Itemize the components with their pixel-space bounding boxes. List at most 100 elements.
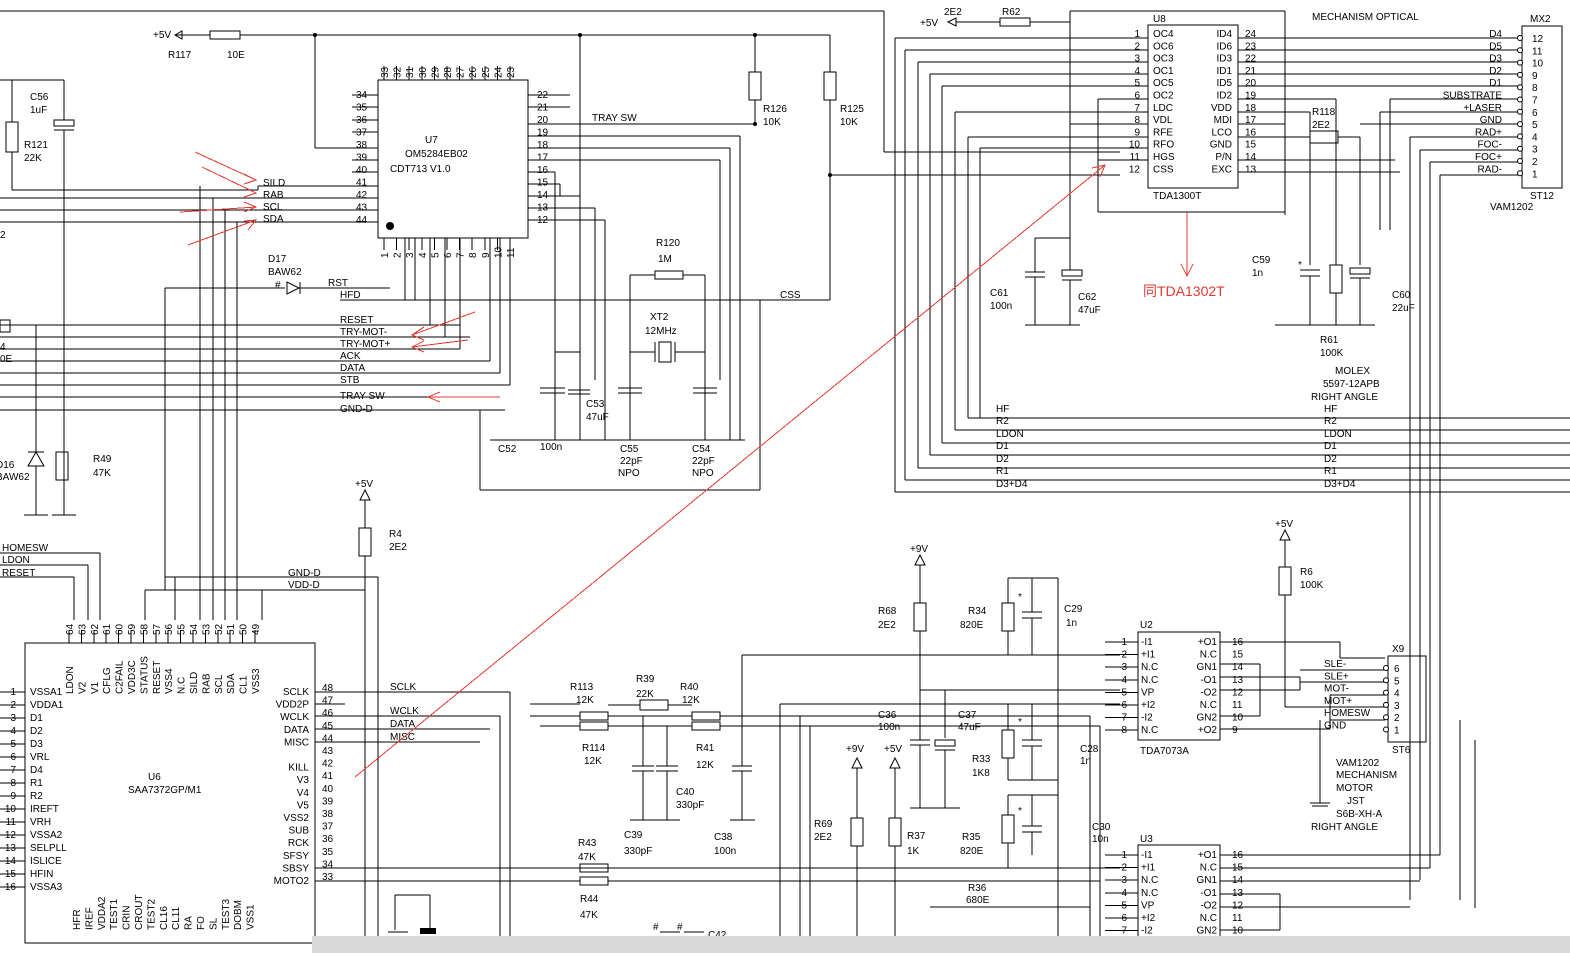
u8-left-wiring: R118 2E2 C59 1n * R61 100K C60 22uF C61 …: [990, 98, 1415, 359]
u6-right-name-2: WCLK: [280, 712, 309, 723]
r39-label: R39: [636, 674, 655, 685]
c62-value: 47uF: [1078, 305, 1101, 316]
u6-pin-39: 39: [322, 796, 334, 807]
u8-pin-12: 12: [1129, 164, 1141, 175]
u8-pin-name-oc6: OC6: [1153, 41, 1174, 52]
mx2-pin-1: 1: [1532, 169, 1538, 180]
mx2-pin-dot: [1517, 133, 1523, 140]
c36-value: 100n: [878, 722, 900, 733]
u6-pin-51: 51: [226, 623, 237, 635]
u6-top-name-15: VSS3: [251, 668, 262, 694]
r126-r125-group: R126 10K R125 10K: [748, 35, 1120, 300]
c55-type: NPO: [618, 468, 640, 479]
red-annotations: 同TDA1302T: [179, 151, 1225, 778]
motor-filter-network: R113 12K R39 22K R40 12K R114 12K R41 12…: [338, 654, 1120, 947]
u2-part: TDA7073A: [1140, 746, 1189, 757]
control-bus: D17 BAW62 # RST HFD CSS RESET TRY-MOT- T…: [0, 238, 830, 590]
u3-pin-name-6: -I2: [1141, 926, 1153, 937]
u6-pin-name-13: ISLICE: [30, 856, 62, 867]
c60-value: 22uF: [1392, 303, 1415, 314]
u7-pin-8: 8: [468, 252, 479, 258]
mx2-pin-6: 6: [1532, 108, 1538, 119]
u6-top-name-8: VSS4: [164, 668, 175, 694]
u6-pin-35: 35: [322, 847, 334, 858]
u6-bottom-name-2: VDDA2: [97, 896, 108, 930]
u6-bottom-name-1: IREF: [84, 907, 95, 930]
x9-pin-dot: [1383, 701, 1389, 708]
u7-pin-25: 25: [481, 66, 492, 78]
u8-pin-name-id6: ID6: [1216, 41, 1232, 52]
u7-pin-5: 5: [430, 252, 441, 258]
u6-pin-name-11: VSSA2: [30, 830, 63, 841]
u3-pin-13: 13: [1232, 888, 1244, 899]
u7-pin-4: 4: [418, 252, 429, 258]
u6-right-name-11: SUB: [288, 826, 309, 837]
u7-pin-6: 6: [443, 252, 454, 258]
u6-pin-57: 57: [152, 623, 163, 635]
molex-net-left-1: R2: [996, 416, 1009, 427]
u6-right-name-0: SCLK: [283, 687, 309, 698]
r118-value: 2E2: [1312, 120, 1330, 131]
u8-pin-15: 15: [1245, 140, 1257, 151]
u8-pin-19: 19: [1245, 91, 1257, 102]
molex-title: MOLEX: [1335, 366, 1370, 377]
u8-pin-name-vdd: VDD: [1211, 103, 1232, 114]
mx2-signal-9: FOC-: [1478, 140, 1502, 151]
r125-label: R125: [840, 104, 864, 115]
r68-value: 2E2: [878, 620, 896, 631]
c29-star: *: [1018, 592, 1022, 603]
u3-ic: U3: [1137, 834, 1221, 953]
c37-value: 47uF: [958, 722, 981, 733]
u6-pin-36: 36: [322, 834, 334, 845]
u6-bottom-name-7: CL16: [159, 906, 170, 930]
mx2-pin-dot: [1517, 121, 1523, 128]
u8-pin-9: 9: [1134, 127, 1140, 138]
u7-sig-sild: SILD: [263, 178, 285, 189]
r49-label: R49: [93, 454, 112, 465]
r43-label: R43: [578, 838, 597, 849]
u6-pin-33: 33: [322, 872, 334, 883]
u6-net-ldon: LDON: [2, 555, 30, 566]
r61-value: 100K: [1320, 348, 1344, 359]
u7-pin-18: 18: [537, 140, 549, 151]
misc-4-label: 4: [0, 342, 6, 353]
u6-net-misc: MISC: [390, 732, 415, 743]
c61-value: 100n: [990, 301, 1012, 312]
r6-value: 100K: [1300, 580, 1324, 591]
r114-label: R114: [582, 743, 606, 754]
u6-part: SAA7372GP/M1: [128, 785, 202, 796]
motor-supply-group: +9V R68 2E2 * R34 820E C29 1n C36 100n C…: [814, 544, 1120, 940]
mechanism-title: MECHANISM OPTICAL: [1312, 12, 1419, 23]
u7-pin-41: 41: [356, 178, 368, 189]
u3-right-name-6: GN2: [1196, 926, 1217, 937]
u7-pin-39: 39: [356, 153, 368, 164]
net-rst: RST: [328, 278, 348, 289]
r117-value: 10E: [227, 50, 245, 61]
u8-ic: U8 TDA1300T +5V 2E2 R62 MECHANISM OPTICA…: [920, 7, 1419, 270]
u6-bottom-name-6: TEST2: [146, 898, 157, 930]
u8-pin-2: 2: [1134, 41, 1140, 52]
r120-value: 1M: [658, 254, 672, 265]
c56-r121-group: C56 1uF R121 22K 2: [0, 79, 258, 515]
u7-sig-scl: SCL: [263, 202, 283, 213]
mx2-st: ST12: [1530, 191, 1554, 202]
u6-pin-48: 48: [322, 683, 334, 694]
r120-label: R120: [656, 238, 680, 249]
mx2-signal-2: D3: [1489, 54, 1502, 65]
u2-ic: U2 TDA7073A: [1137, 620, 1221, 757]
u8-pin-10: 10: [1129, 140, 1141, 151]
u2-pin-name-0: -I1: [1141, 637, 1153, 648]
mx2-pin-dot: [1517, 84, 1523, 91]
u8-pin-name-vdl: VDL: [1153, 115, 1173, 126]
u6-net-wclk: WCLK: [390, 706, 419, 717]
molex-net-right-5: R1: [1324, 466, 1337, 477]
net-stb: STB: [340, 375, 360, 386]
mx2-pin-8: 8: [1532, 83, 1538, 94]
u2-right-name-2: GN1: [1196, 662, 1217, 673]
u6-pin-44: 44: [322, 733, 334, 744]
u3-pin-12: 12: [1232, 900, 1244, 911]
r125-value: 10K: [840, 117, 858, 128]
